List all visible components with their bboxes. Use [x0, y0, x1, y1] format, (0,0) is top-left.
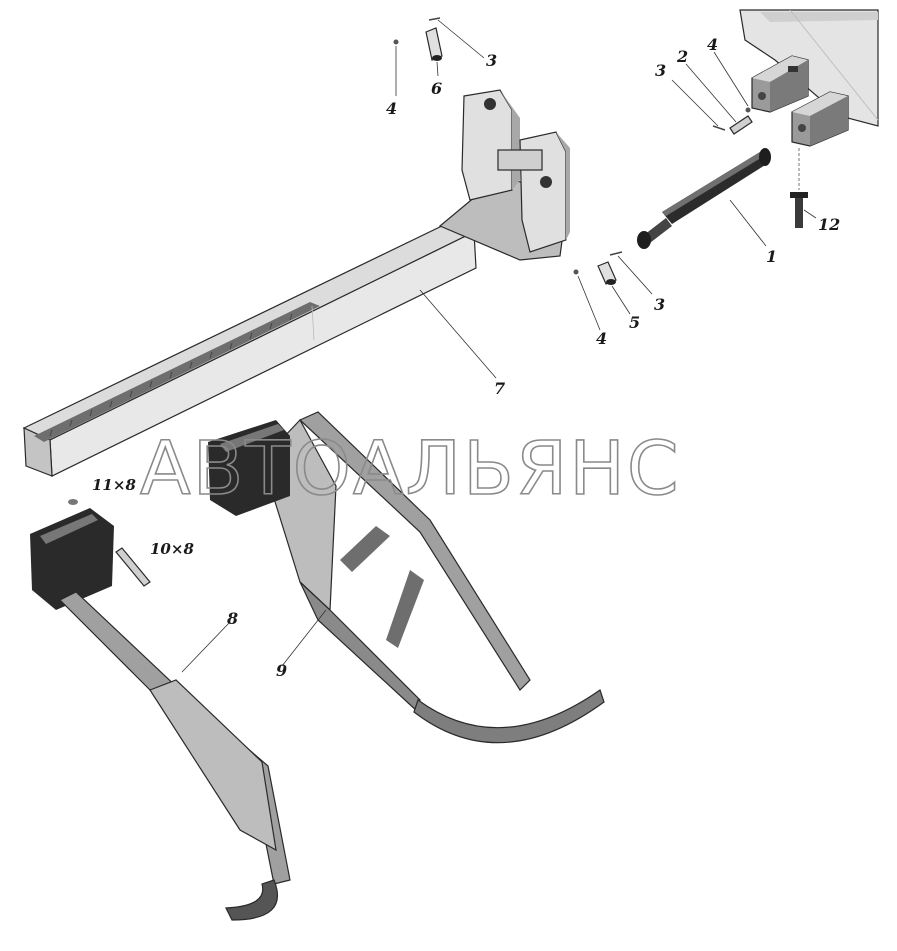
pin-12 [790, 148, 808, 228]
cotter-3-top [428, 17, 441, 21]
callout-1: 1 [766, 247, 777, 266]
washer-4-right [745, 107, 751, 113]
callout-3-mid: 3 [654, 295, 665, 314]
step-9 [208, 411, 605, 744]
pin-6 [425, 27, 443, 61]
callout-4-right: 4 [707, 35, 718, 54]
cotter-3-right [712, 125, 726, 131]
callout-5: 5 [629, 313, 640, 332]
callout-4-mid: 4 [596, 329, 607, 348]
callout-2: 2 [676, 47, 688, 66]
frame-bracket-lower [791, 91, 849, 147]
bolt-10 [115, 547, 151, 587]
callout-6: 6 [431, 79, 442, 98]
beam-7 [22, 223, 477, 477]
callout-12: 12 [818, 215, 840, 234]
step-8 [30, 508, 291, 921]
callout-8: 8 [226, 609, 238, 628]
callout-3-right: 3 [655, 61, 666, 80]
callout-labels: 1 2 3 3 3 4 4 4 5 6 7 8 9 10×8 11×8 12 [92, 35, 840, 680]
callout-10x8: 10×8 [150, 540, 194, 558]
cotter-3-mid [609, 251, 623, 256]
callout-7: 7 [494, 379, 505, 398]
watermark-text: АВТОАЛЬЯНС [140, 426, 681, 512]
callout-3-top: 3 [486, 51, 497, 70]
pin-2 [729, 115, 753, 135]
washer-4-mid [573, 269, 579, 275]
callout-4-top: 4 [386, 99, 397, 118]
pin-5 [597, 261, 617, 285]
beam-bracket [438, 89, 570, 261]
hydraulic-cylinder-1 [637, 148, 771, 249]
washer-4-top [393, 39, 399, 45]
leader-lines [181, 19, 817, 673]
callout-11x8: 11×8 [92, 476, 136, 494]
callout-9: 9 [276, 661, 287, 680]
frame-bracket-upper [751, 55, 809, 113]
nut-11 [68, 499, 78, 505]
